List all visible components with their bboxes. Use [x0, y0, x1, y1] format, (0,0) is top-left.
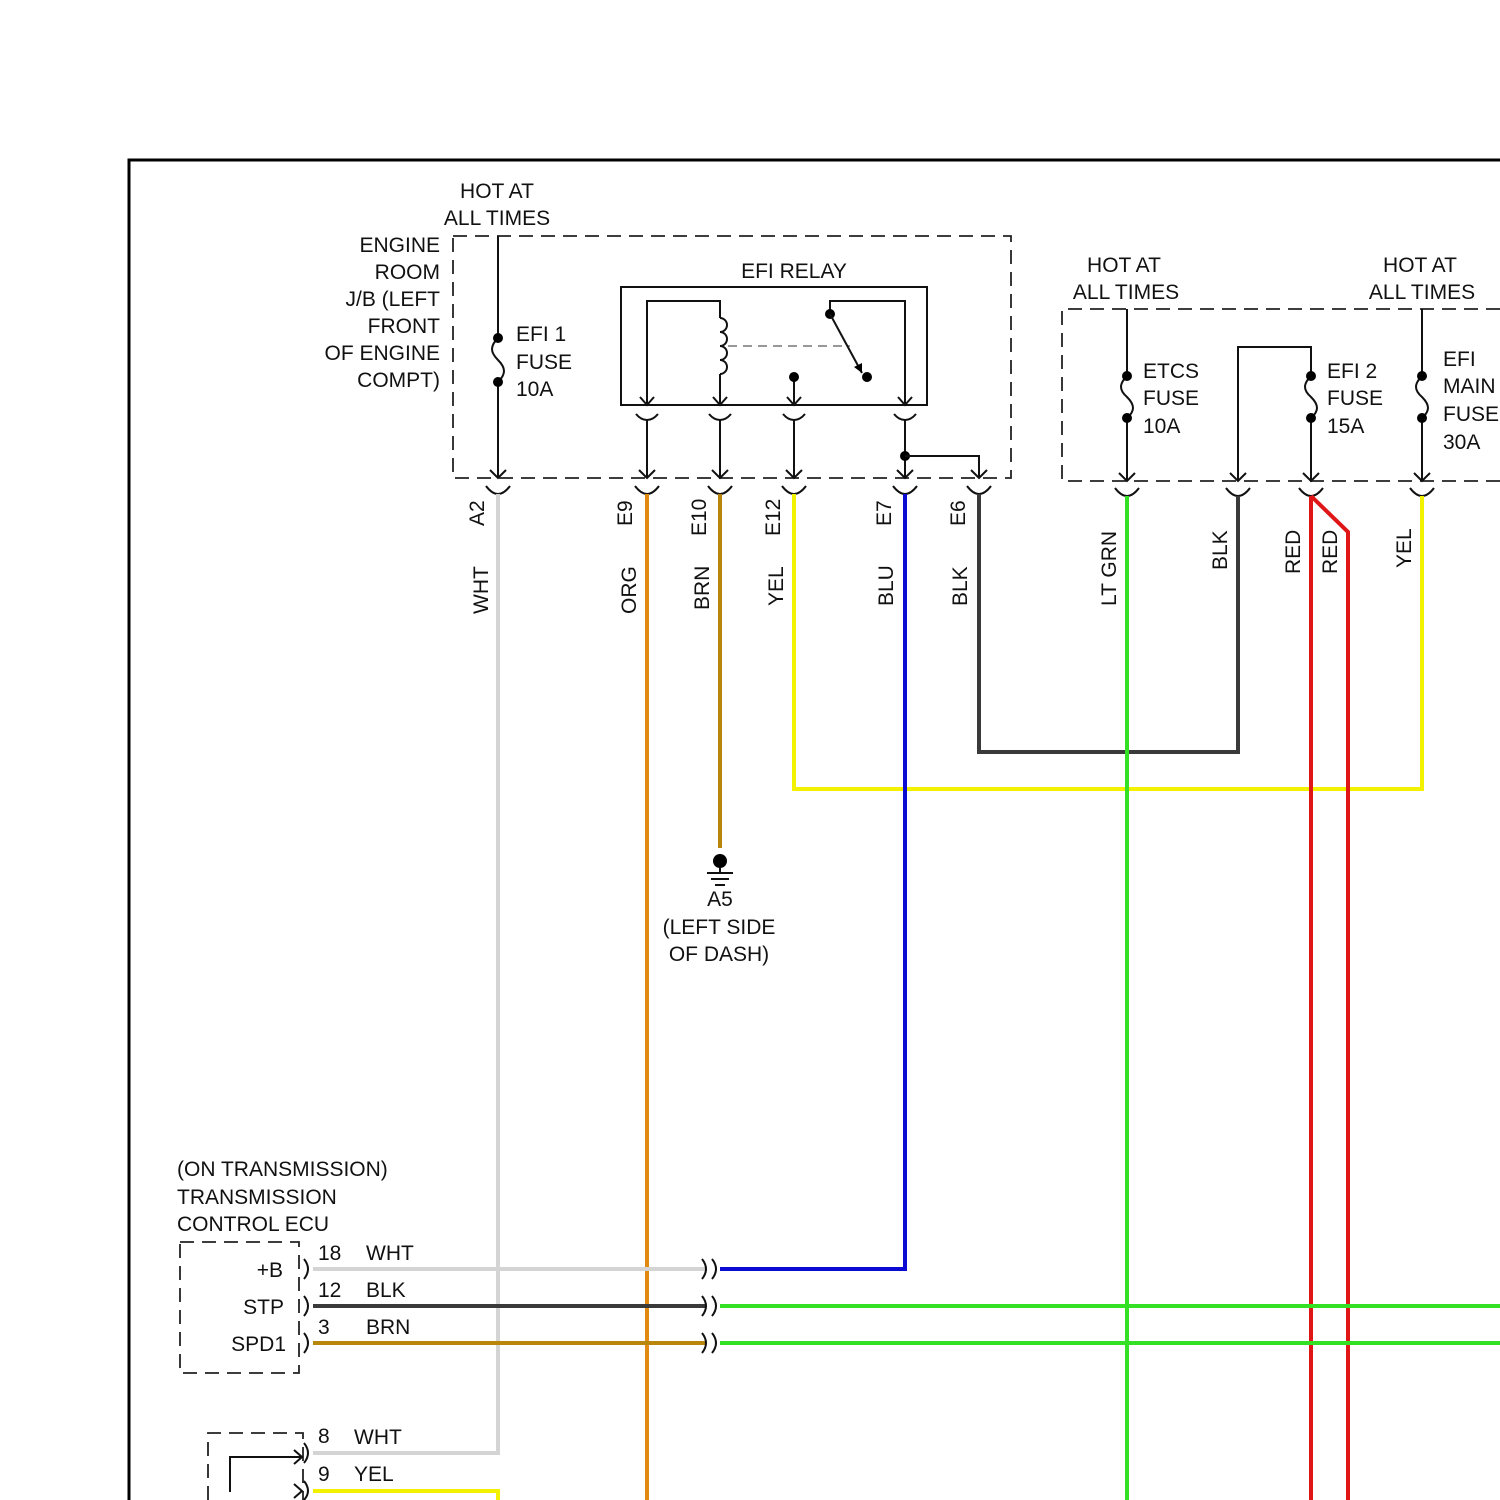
svg-text:BRN: BRN — [366, 1316, 410, 1339]
efi1-fuse: EFI 1 FUSE 10A — [492, 236, 572, 478]
svg-text:LT GRN: LT GRN — [1098, 531, 1121, 606]
efi-relay: EFI RELAY — [621, 260, 979, 478]
svg-text:(ON TRANSMISSION): (ON TRANSMISSION) — [177, 1158, 388, 1181]
right-jb-hot1-line2: ALL TIMES — [1073, 281, 1179, 304]
right-jb-hot2-line1: HOT AT — [1383, 254, 1457, 277]
svg-text:+B: +B — [257, 1259, 283, 1282]
svg-text:BLU: BLU — [875, 565, 898, 606]
svg-text:(LEFT SIDE: (LEFT SIDE — [663, 916, 776, 939]
engine-jb-hot-line1: HOT AT — [460, 180, 534, 203]
svg-text:A5: A5 — [707, 888, 733, 911]
wires — [313, 494, 1500, 1500]
engine-jb-connectors — [486, 470, 991, 494]
svg-text:WHT: WHT — [470, 566, 493, 614]
svg-text:15A: 15A — [1327, 415, 1364, 438]
svg-text:YEL: YEL — [1393, 528, 1416, 568]
transmission-control-ecu: (ON TRANSMISSION) TRANSMISSION CONTROL E… — [177, 1158, 414, 1373]
wire-wht-a2 — [313, 494, 498, 1453]
svg-text:BLK: BLK — [1209, 530, 1232, 570]
right-jb-connectors — [1115, 473, 1434, 496]
svg-text:WHT: WHT — [354, 1426, 402, 1449]
svg-text:E12: E12 — [762, 499, 785, 536]
efi2-fuse: EFI 2 FUSE 15A — [1238, 347, 1383, 481]
svg-text:J/B (LEFT: J/B (LEFT — [345, 288, 440, 311]
svg-text:9: 9 — [318, 1463, 330, 1486]
svg-text:SPD1: SPD1 — [231, 1333, 286, 1356]
engine-jb-hot-line2: ALL TIMES — [444, 207, 550, 230]
wire-red-branch — [1311, 496, 1348, 1500]
svg-text:EFI: EFI — [1443, 348, 1476, 371]
svg-text:YEL: YEL — [765, 566, 788, 606]
efi-relay-title: EFI RELAY — [741, 260, 847, 283]
svg-text:3: 3 — [318, 1316, 330, 1339]
svg-text:MAIN: MAIN — [1443, 375, 1496, 398]
svg-text:BRN: BRN — [691, 566, 714, 610]
svg-text:E10: E10 — [688, 499, 711, 536]
svg-text:10A: 10A — [516, 378, 553, 401]
svg-text:EFI 2: EFI 2 — [1327, 360, 1377, 383]
engine-jb-label: ENGINE ROOM J/B (LEFT FRONT OF ENGINE CO… — [324, 234, 440, 392]
svg-text:FUSE: FUSE — [1443, 403, 1499, 426]
right-jb-hot1-line1: HOT AT — [1087, 254, 1161, 277]
svg-text:COMPT): COMPT) — [357, 369, 440, 392]
svg-text:TRANSMISSION: TRANSMISSION — [177, 1186, 337, 1209]
svg-text:ROOM: ROOM — [375, 261, 440, 284]
right-jb-hot2-line2: ALL TIMES — [1369, 281, 1475, 304]
svg-text:FUSE: FUSE — [1143, 387, 1199, 410]
svg-text:FUSE: FUSE — [1327, 387, 1383, 410]
svg-text:18: 18 — [318, 1242, 341, 1265]
svg-text:STP: STP — [243, 1296, 284, 1319]
svg-text:E6: E6 — [947, 500, 970, 526]
svg-text:8: 8 — [318, 1425, 330, 1448]
svg-text:12: 12 — [318, 1279, 341, 1302]
wire-blu-e7 — [720, 494, 905, 1269]
svg-text:ENGINE: ENGINE — [359, 234, 440, 257]
svg-text:YEL: YEL — [354, 1463, 394, 1486]
svg-text:OF ENGINE: OF ENGINE — [324, 342, 440, 365]
svg-text:OF DASH): OF DASH) — [669, 943, 769, 966]
svg-text:EFI 1: EFI 1 — [516, 323, 566, 346]
svg-text:BLK: BLK — [949, 566, 972, 606]
wire-color-labels: WHT ORG BRN YEL BLU BLK LT GRN BLK RED R… — [470, 528, 1416, 614]
svg-text:WHT: WHT — [366, 1242, 414, 1265]
svg-text:ETCS: ETCS — [1143, 360, 1199, 383]
svg-text:FUSE: FUSE — [516, 351, 572, 374]
svg-text:30A: 30A — [1443, 431, 1480, 454]
lower-module: 8 WHT 9 YEL — [208, 1425, 402, 1500]
svg-text:E9: E9 — [614, 500, 637, 526]
svg-text:FRONT: FRONT — [368, 315, 440, 338]
svg-text:RED: RED — [1282, 530, 1305, 574]
svg-text:E7: E7 — [873, 500, 896, 526]
efi-main-fuse: EFI MAIN FUSE 30A — [1416, 309, 1499, 481]
etcs-fuse: ETCS FUSE 10A — [1121, 309, 1199, 481]
svg-text:RED: RED — [1319, 530, 1342, 574]
svg-text:10A: 10A — [1143, 415, 1180, 438]
ground-a5: A5 (LEFT SIDE OF DASH) — [663, 854, 776, 966]
wire-lower-yel — [313, 1491, 498, 1500]
svg-text:BLK: BLK — [366, 1279, 406, 1302]
svg-text:A2: A2 — [466, 500, 489, 526]
svg-text:CONTROL ECU: CONTROL ECU — [177, 1213, 329, 1236]
svg-text:ORG: ORG — [618, 566, 641, 614]
